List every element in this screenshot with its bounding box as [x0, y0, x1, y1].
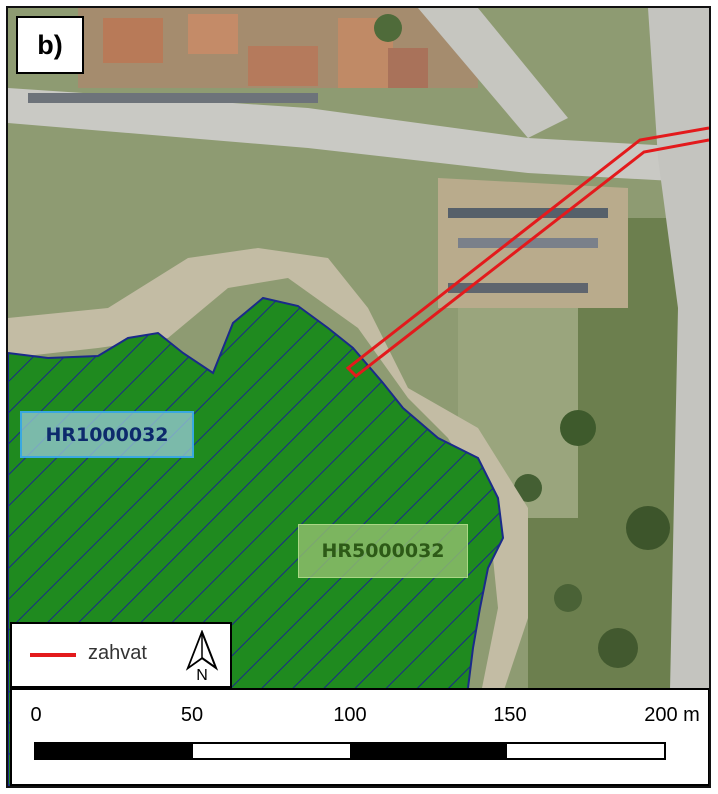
parked-cars [448, 208, 608, 218]
north-letter: N [196, 667, 208, 682]
building [248, 46, 318, 86]
building [188, 14, 238, 54]
scale-tick-0: 0 [30, 704, 42, 726]
scale-segment [36, 744, 193, 758]
tree [626, 506, 670, 550]
coastal-road [8, 88, 709, 183]
building [388, 48, 428, 88]
scale-tick-200: 200 m [644, 704, 700, 726]
parked-cars [28, 93, 318, 103]
zahvat-line[interactable] [345, 126, 709, 378]
parked-cars [448, 283, 588, 293]
tree [554, 584, 582, 612]
tree [598, 628, 638, 668]
tree [374, 14, 402, 42]
scale-tick-150: 150 [493, 704, 527, 726]
scale-segment [507, 744, 664, 758]
panel-label: b) [16, 16, 84, 74]
road-northeast [418, 8, 568, 138]
main-road-east [648, 8, 709, 786]
north-arrow-icon: N [185, 630, 219, 682]
scale-tick-100: 100 [333, 704, 367, 726]
scale-segment [350, 744, 507, 758]
scale-track [34, 742, 666, 760]
scale-segment [193, 744, 350, 758]
tree [514, 474, 542, 502]
legend-label-zahvat: zahvat [88, 642, 147, 664]
zone-label-hr5000032[interactable]: HR5000032 [298, 524, 468, 578]
map-frame: b) HR1000032 HR5000032 zahvat N 0 50 100… [6, 6, 711, 788]
tree [560, 410, 596, 446]
scale-tick-50: 50 [180, 704, 204, 726]
building [103, 18, 163, 63]
scale-bar: 0 50 100 150 200 m [10, 688, 709, 786]
zone-label-hr1000032[interactable]: HR1000032 [20, 411, 194, 458]
legend-line-swatch [30, 653, 76, 657]
map-legend: zahvat N [10, 622, 232, 688]
rocky-shore [8, 248, 528, 786]
